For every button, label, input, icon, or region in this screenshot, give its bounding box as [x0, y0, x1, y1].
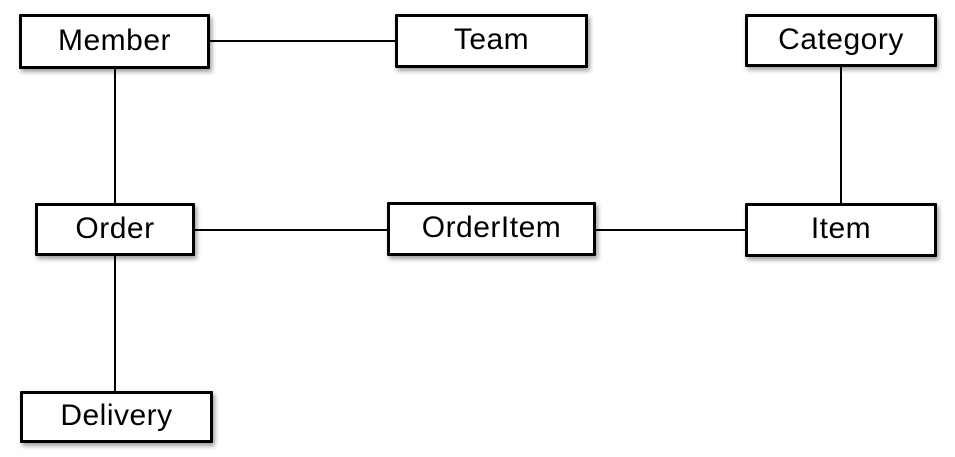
edge-category-item [840, 67, 842, 203]
node-orderitem-label: OrderItem [421, 211, 562, 244]
node-member: Member [19, 14, 210, 69]
edge-orderitem-item [596, 229, 745, 231]
edge-order-orderitem [195, 229, 387, 231]
node-team: Team [395, 14, 588, 68]
node-order: Order [35, 203, 195, 256]
node-delivery: Delivery [20, 391, 213, 443]
node-category: Category [745, 14, 937, 67]
node-member-label: Member [57, 23, 172, 57]
node-category-label: Category [778, 22, 904, 56]
edge-order-delivery [114, 256, 116, 391]
edge-member-order [114, 69, 116, 203]
node-item-label: Item [810, 212, 872, 245]
edge-member-team [210, 40, 395, 42]
node-delivery-label: Delivery [60, 399, 173, 432]
node-item: Item [745, 203, 937, 257]
node-team-label: Team [453, 23, 530, 56]
node-order-label: Order [75, 211, 155, 245]
node-orderitem: OrderItem [387, 202, 596, 256]
